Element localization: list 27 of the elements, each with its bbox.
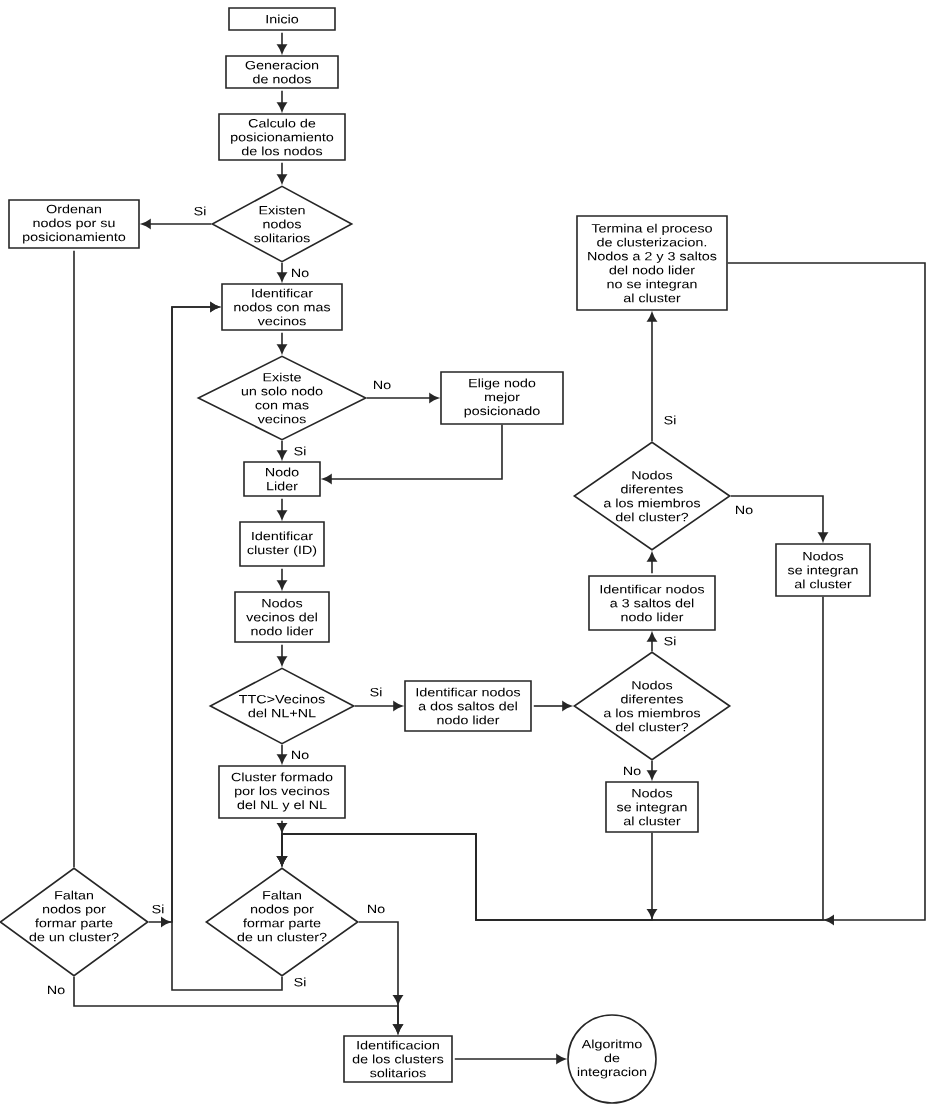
arrow	[730, 495, 828, 542]
arrow	[277, 744, 287, 764]
arrow	[277, 262, 287, 282]
arrow	[141, 219, 212, 229]
arrow	[366, 393, 439, 403]
arrow	[277, 262, 926, 921]
arrow	[277, 820, 287, 866]
arrow	[277, 32, 287, 54]
arrow	[647, 552, 657, 574]
arrow	[277, 332, 287, 354]
arrow	[647, 632, 657, 652]
arrow	[277, 162, 287, 184]
arrow	[277, 498, 287, 520]
arrow	[277, 90, 287, 112]
arrow	[277, 440, 287, 460]
arrow	[277, 568, 287, 590]
arrow	[647, 760, 657, 780]
arrow	[454, 1054, 566, 1064]
connector-line	[73, 250, 75, 868]
arrow	[171, 302, 283, 991]
arrow	[354, 701, 403, 711]
arrow	[277, 832, 657, 921]
arrow	[277, 644, 287, 666]
arrow	[647, 312, 657, 442]
arrow	[533, 701, 572, 711]
arrow	[322, 424, 503, 484]
arrow	[358, 921, 403, 1034]
